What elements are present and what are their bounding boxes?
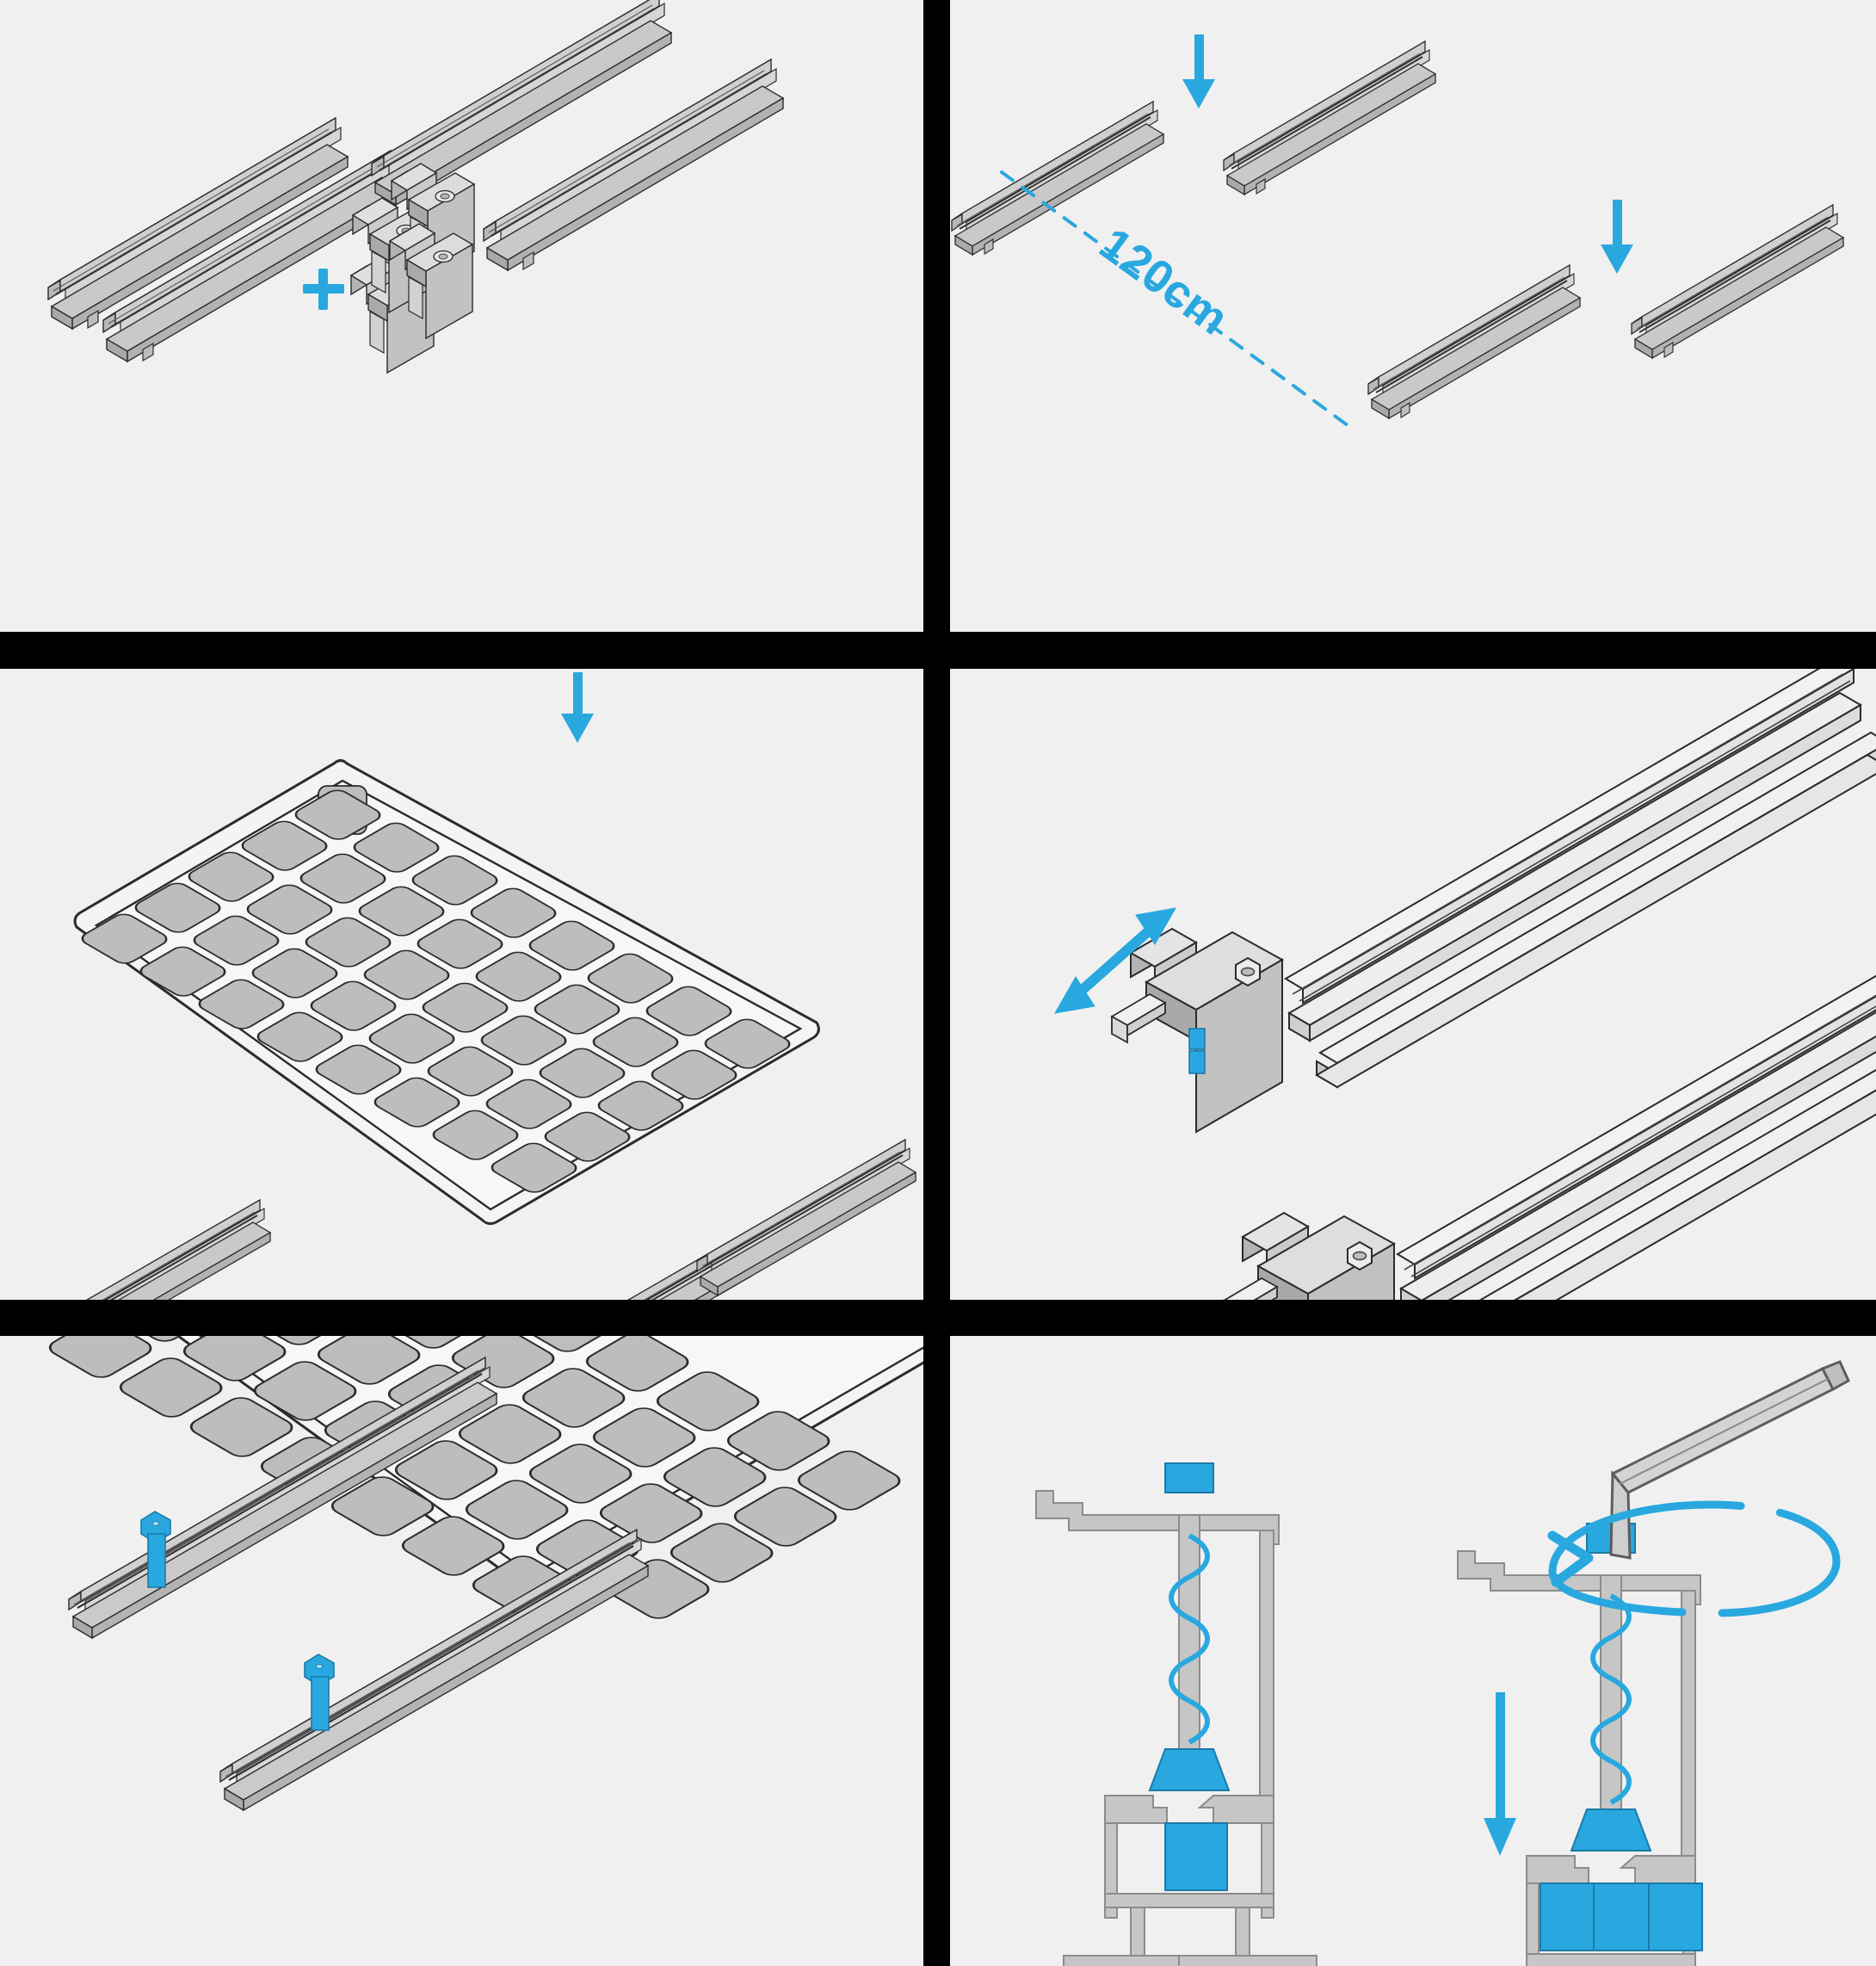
cross-section-tightened xyxy=(1458,1524,1738,1966)
rail-top-right xyxy=(1223,40,1436,195)
dimension-label: 120cm xyxy=(1090,218,1237,344)
cell-grid xyxy=(81,785,791,1193)
solar-module xyxy=(73,759,820,1226)
panel-step-5 xyxy=(0,1336,923,1966)
rail-front-right xyxy=(219,1528,650,1812)
panel-step-1 xyxy=(0,0,923,632)
panel-step-4 xyxy=(950,669,1876,1300)
dimension-line xyxy=(1000,170,1356,432)
down-arrow xyxy=(1484,1692,1516,1856)
rail-upper xyxy=(1285,669,1876,1088)
down-arrow-bottom xyxy=(1601,200,1633,274)
t-nut-seated xyxy=(1540,1883,1703,1951)
rail-bottom-right xyxy=(1631,204,1844,359)
clamp-upper xyxy=(1111,928,1283,1133)
rail-bottom-left xyxy=(1367,264,1581,419)
cell-grid xyxy=(48,1336,901,1619)
rotate-arrow xyxy=(1547,1500,1841,1617)
cross-section-loose xyxy=(1036,1463,1317,1966)
panel-step-3 xyxy=(0,669,923,1300)
rail-left-edge xyxy=(51,1199,271,1300)
clamp-lower xyxy=(1223,1212,1395,1300)
panel-step-6 xyxy=(950,1336,1876,1966)
down-arrow-right xyxy=(561,672,594,743)
t-nut-loose xyxy=(1164,1822,1228,1891)
panel-step-2: 120cm xyxy=(950,0,1876,632)
divider-horizontal-top xyxy=(0,632,1876,669)
divider-horizontal-bottom xyxy=(0,1300,1876,1336)
plus-sign xyxy=(303,269,344,310)
divider-vertical xyxy=(923,0,950,1966)
double-headed-arrow xyxy=(1054,907,1176,1014)
down-arrow-top xyxy=(1182,34,1215,108)
rail-right-upper xyxy=(696,1139,916,1296)
solar-module xyxy=(48,1336,923,1619)
